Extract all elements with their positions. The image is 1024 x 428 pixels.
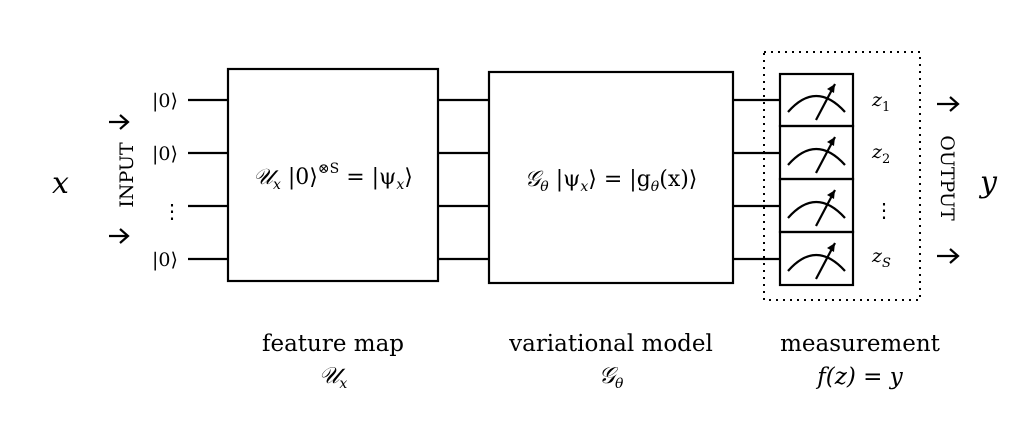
feature-map-equation: 𝒰x |0⟩⊗S = |ψx⟩ [253,161,413,193]
meter-2 [778,124,855,181]
meter-3 [778,177,855,234]
wires-model-to-measurement [733,98,780,261]
meter-1 [778,72,855,128]
output-arrow-top [937,96,960,112]
feature-map-caption: feature map [262,331,404,357]
measurement-formula: f(z) = y [815,364,903,390]
measurement-region [763,51,921,301]
qubit-ket-s: |0⟩ [152,249,178,271]
input-label: INPUT [116,142,138,208]
measurement-caption: measurement [780,331,941,357]
wires-feature-to-model [438,98,489,261]
variational-model-caption: variational model [508,331,713,357]
output-variable: y [978,165,998,200]
qubit-ket-2: |0⟩ [152,143,178,165]
output-vdots: ⋮ [874,198,894,222]
input-label-group: INPUT [116,142,138,208]
variational-model-box [487,70,735,285]
feature-map-symbol: 𝒰x [319,363,348,392]
output-label-group: OUTPUT [936,135,958,221]
output-z-1: z1 [871,89,890,115]
feature-map-box [226,67,440,283]
output-label: OUTPUT [936,135,958,221]
qubit-vdots: ⋮ [162,199,182,223]
input-arrow-top [109,114,130,130]
output-arrow-bottom [937,248,960,264]
qubit-ket-1: |0⟩ [152,90,178,112]
input-variable: x [52,166,69,201]
output-z-s: zS [871,245,891,271]
variational-model-symbol: 𝒢θ [599,363,624,392]
input-arrow-bottom [109,228,130,244]
meter-4 [778,230,855,287]
output-z-2: z2 [871,141,890,167]
wires-into-feature-map [188,98,228,261]
variational-model-equation: 𝒢θ |ψx⟩ = |gθ(x)⟩ [525,167,698,195]
